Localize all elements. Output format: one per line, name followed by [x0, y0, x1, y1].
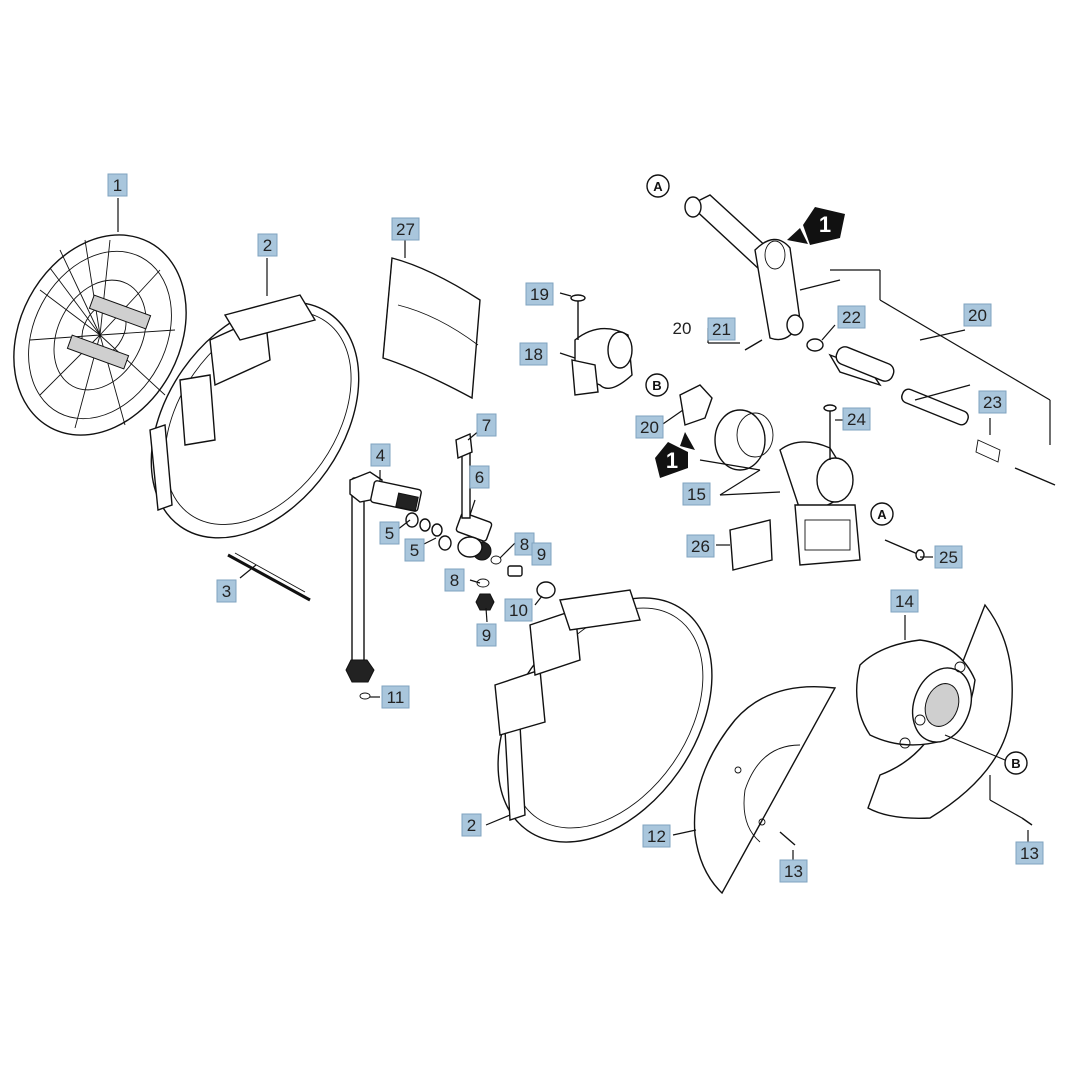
part-18-19-clamp — [559, 292, 633, 396]
callout-21: 21 — [707, 317, 736, 341]
callout-15: 15 — [682, 482, 711, 506]
svg-text:5: 5 — [410, 541, 419, 560]
svg-text:4: 4 — [376, 446, 385, 465]
connector-a-mid: A — [870, 502, 894, 526]
svg-text:10: 10 — [509, 601, 528, 620]
callout-26: 26 — [686, 534, 715, 558]
svg-text:20: 20 — [640, 418, 659, 437]
callout-2-lower: 2 — [461, 813, 482, 837]
svg-text:9: 9 — [482, 626, 491, 645]
svg-text:24: 24 — [847, 410, 866, 429]
svg-text:2: 2 — [467, 816, 476, 835]
callout-9-lower: 9 — [476, 623, 497, 647]
callout-8-upper: 8 — [514, 532, 535, 556]
svg-text:27: 27 — [396, 220, 415, 239]
part-1-wheel — [13, 198, 187, 436]
callout-20-plain: 20 — [673, 319, 692, 338]
part-27-sheet — [382, 240, 481, 400]
arrow-1-top: 1 — [787, 207, 845, 245]
svg-text:8: 8 — [450, 571, 459, 590]
part-4-11-valve-assembly — [345, 424, 556, 700]
callout-10: 10 — [504, 598, 533, 622]
svg-text:20: 20 — [968, 306, 987, 325]
callout-13-left: 13 — [779, 859, 808, 883]
callout-14: 14 — [890, 589, 919, 613]
callout-1: 1 — [107, 173, 128, 197]
svg-text:B: B — [1011, 756, 1020, 771]
svg-text:6: 6 — [475, 468, 484, 487]
svg-text:13: 13 — [784, 862, 803, 881]
svg-text:26: 26 — [691, 537, 710, 556]
callout-11: 11 — [381, 685, 410, 709]
svg-text:2: 2 — [263, 236, 272, 255]
svg-text:12: 12 — [647, 827, 666, 846]
svg-text:B: B — [652, 378, 661, 393]
svg-text:13: 13 — [1020, 844, 1039, 863]
svg-text:1: 1 — [113, 176, 122, 195]
callout-6: 6 — [469, 465, 490, 489]
part-12-plate — [672, 685, 837, 895]
svg-text:22: 22 — [842, 308, 861, 327]
callout-20-mid: 20 — [635, 415, 664, 439]
arrow-1-middle: 1 — [655, 432, 695, 478]
callout-24: 24 — [842, 407, 871, 431]
svg-text:1: 1 — [819, 212, 831, 237]
svg-text:11: 11 — [387, 688, 405, 707]
svg-text:8: 8 — [520, 535, 529, 554]
callout-22: 22 — [837, 305, 866, 329]
svg-text:7: 7 — [482, 416, 491, 435]
connector-b-right: B — [1004, 751, 1028, 775]
svg-text:5: 5 — [385, 524, 394, 543]
part-14-hub — [855, 603, 1033, 842]
svg-text:3: 3 — [222, 582, 231, 601]
callout-7: 7 — [476, 413, 497, 437]
callout-20-right: 20 — [963, 303, 992, 327]
callout-5-upper: 5 — [379, 521, 400, 545]
svg-text:15: 15 — [687, 485, 706, 504]
svg-text:19: 19 — [530, 285, 549, 304]
callout-23: 23 — [978, 390, 1007, 414]
svg-text:1: 1 — [666, 448, 678, 473]
connector-b-left: B — [645, 373, 669, 397]
svg-text:A: A — [877, 507, 887, 522]
svg-text:23: 23 — [983, 393, 1002, 412]
svg-text:18: 18 — [524, 345, 543, 364]
svg-text:25: 25 — [939, 548, 958, 567]
callout-8-lower: 8 — [444, 568, 465, 592]
part-2-lower-frame — [485, 589, 713, 843]
connector-a-top: A — [646, 174, 670, 198]
svg-text:21: 21 — [712, 320, 731, 339]
callout-12: 12 — [642, 824, 671, 848]
callout-3: 3 — [216, 579, 237, 603]
svg-text:9: 9 — [537, 545, 546, 564]
callout-9-upper: 9 — [531, 542, 552, 566]
svg-text:A: A — [653, 179, 663, 194]
callout-13-right: 13 — [1015, 841, 1044, 865]
callout-25: 25 — [934, 545, 963, 569]
callout-19: 19 — [525, 282, 554, 306]
part-20-arm-assembly — [684, 194, 1056, 486]
part-2-upper-frame — [149, 258, 360, 539]
callout-2-upper: 2 — [257, 233, 278, 257]
part-3-rod — [227, 552, 311, 602]
part-15-swivel-assembly — [659, 384, 933, 571]
callout-27: 27 — [391, 217, 420, 241]
svg-text:14: 14 — [895, 592, 914, 611]
callout-4: 4 — [370, 443, 391, 467]
callout-5-lower: 5 — [404, 538, 425, 562]
callout-18: 18 — [519, 342, 548, 366]
